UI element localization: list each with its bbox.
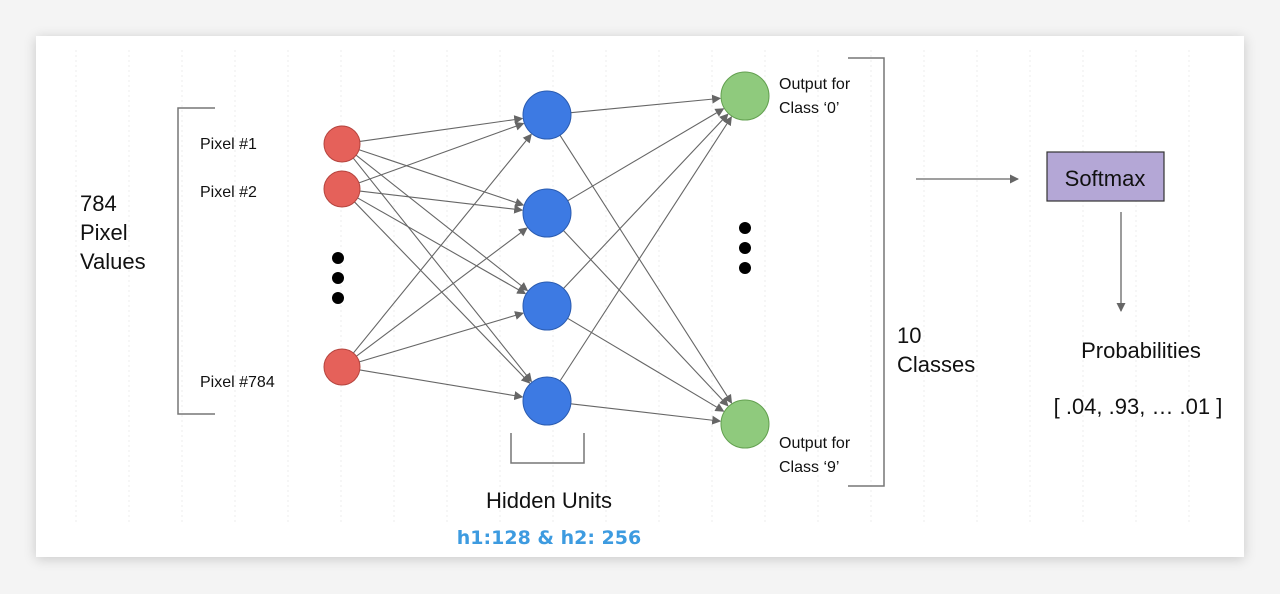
hidden-node-1 [522, 90, 572, 140]
hidden-units-subtitle: h1:128 & h2: 256 [457, 527, 641, 549]
diagram-card [36, 36, 1244, 557]
output-ellipsis-dot [739, 262, 751, 274]
output-ellipsis-dot [739, 242, 751, 254]
pixel-1-label: Pixel #1 [200, 136, 257, 153]
input-hidden-edge [352, 157, 533, 383]
input-hidden-edge [359, 115, 524, 143]
hidden-output-edge [570, 94, 722, 114]
hidden-node-4 [522, 376, 572, 426]
hidden-node-3 [522, 281, 572, 331]
hidden-node-2 [522, 188, 572, 238]
classes-bracket [848, 57, 885, 487]
input-ellipsis-dot [332, 252, 344, 264]
output-9-label-line2: Class ‘9’ [779, 459, 839, 476]
input-ellipsis-dot [332, 272, 344, 284]
input-hidden-edge [356, 227, 528, 357]
classes-count-label: 10 [897, 323, 921, 348]
input-hidden-edge [359, 311, 524, 363]
input-node-784 [323, 348, 361, 386]
output-9-label-line1: Output for [779, 435, 851, 452]
input-hidden-edge [357, 197, 527, 295]
input-hidden-edge [359, 369, 524, 401]
input-bracket [177, 107, 215, 415]
pixel-784-label: Pixel #784 [200, 374, 275, 391]
pixel-2-label: Pixel #2 [200, 184, 257, 201]
hidden-bracket [510, 433, 585, 464]
input-hidden-edge [352, 133, 532, 354]
probabilities-title: Probabilities [1081, 338, 1201, 363]
input-ellipsis-dot [332, 292, 344, 304]
softmax-box [1046, 151, 1165, 202]
background-gridlines [75, 50, 1190, 525]
probabilities-values: [ .04, .93, … .01 ] [1054, 394, 1223, 419]
hidden-output-edge [563, 230, 729, 407]
hidden-output-edge [559, 134, 733, 404]
output-0-label-line1: Output for [779, 76, 851, 93]
classes-label: Classes [897, 352, 975, 377]
hidden-output-edge [559, 116, 732, 382]
input-pixel-label: Pixel [80, 220, 128, 245]
hidden-output-edge [570, 403, 722, 425]
hidden-output-edge [563, 113, 729, 289]
output-node-0 [720, 71, 770, 121]
input-hidden-edge [359, 190, 524, 214]
input-hidden-edge [355, 154, 529, 292]
input-hidden-edge [358, 149, 525, 207]
output-node-9 [720, 399, 770, 449]
hidden-units-title: Hidden Units [486, 488, 612, 513]
hidden-output-edge [567, 108, 725, 202]
input-node-2 [323, 170, 361, 208]
connection-edges [352, 94, 733, 425]
input-hidden-edge [358, 121, 525, 184]
output-ellipsis-dot [739, 222, 751, 234]
input-count-label: 784 [80, 191, 117, 216]
output-0-label-line2: Class ‘0’ [779, 100, 839, 117]
input-values-label: Values [80, 249, 146, 274]
softmax-label: Softmax [1065, 166, 1146, 191]
input-node-1 [323, 125, 361, 163]
hidden-output-edge [567, 317, 725, 412]
